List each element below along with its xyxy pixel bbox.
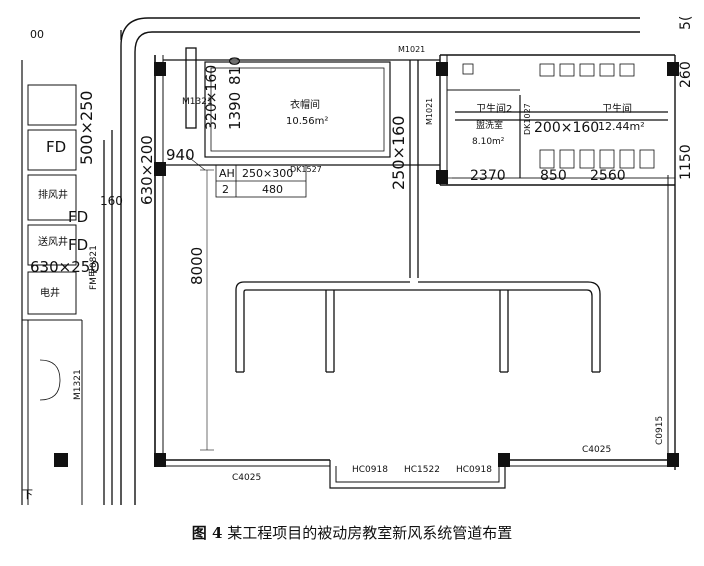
m1321-middle-label: M1321 xyxy=(182,97,213,107)
fresh-air-ducts xyxy=(103,30,668,505)
columns xyxy=(54,62,679,467)
dim-2560-label: 2560 xyxy=(590,168,626,184)
fd-label-3: FD xyxy=(68,236,88,254)
cloak-room-name: 衣帽间 xyxy=(290,98,320,111)
cloak-room-area: 10.56m² xyxy=(286,116,328,127)
figure-caption: 图 4 某工程项目的被动房教室新风系统管道布置 xyxy=(0,522,704,543)
table-size: 250×300 xyxy=(242,167,293,180)
door-dk1527-label: DK1527 xyxy=(290,165,322,174)
table-480: 480 xyxy=(262,183,283,196)
duct-320-label: 320×160 xyxy=(204,65,220,130)
window-c4025-left: C4025 xyxy=(232,473,261,483)
duct-left-vertical-label: 630×200 xyxy=(138,135,156,205)
walls xyxy=(21,17,676,505)
door-dk1027-label: DK1027 xyxy=(523,103,532,135)
wash-room-area: 8.10m² xyxy=(472,137,505,147)
m1021-side-label: M1021 xyxy=(425,98,434,125)
figure-number: 图 4 xyxy=(191,524,223,542)
top-left-dim-label: 00 xyxy=(30,28,44,41)
elec-shaft-label: 电井 xyxy=(40,286,60,299)
window-hc0918-left: HC0918 xyxy=(352,465,388,475)
duct-main-label: 250×160 xyxy=(389,116,408,190)
dim-2370-label: 2370 xyxy=(470,168,506,184)
dim-1390-label: 1390 xyxy=(226,92,244,130)
wc-room-name: 卫生间 xyxy=(602,102,632,115)
wash-room-name: 盥洗室 xyxy=(476,119,503,131)
duct-layout-drawing: 00 500×250 630×200 630×250 FD FD FD 排风井 … xyxy=(21,16,694,505)
washroom-fixtures xyxy=(462,63,655,169)
value-940-label: 940 xyxy=(166,146,195,164)
ah-table xyxy=(215,164,307,198)
dim-850-label: 850 xyxy=(540,168,567,184)
fresh-shaft-label: 送风井 xyxy=(38,235,68,248)
window-hc1522: HC1522 xyxy=(404,465,440,475)
fd-label-2: FD xyxy=(68,208,88,226)
stair-down-label: 下 xyxy=(22,488,33,501)
duct-200-label: 200×160 xyxy=(534,120,599,136)
m1321-left-label: M1321 xyxy=(73,369,83,400)
table-2: 2 xyxy=(222,183,229,196)
wc2-room-name: 卫生间2 xyxy=(476,102,512,115)
table-ah: AH xyxy=(219,167,235,180)
right-1150-label: 1150 xyxy=(678,144,694,180)
fd-label-1: FD xyxy=(46,138,66,156)
dimension-lines xyxy=(185,154,668,451)
duct-left-lower-label: 630×250 xyxy=(30,258,100,276)
window-c0915: C0915 xyxy=(655,416,665,445)
fm-door-label: FM甲0821 xyxy=(88,245,99,290)
exhaust-shaft-label: 排风井 xyxy=(38,188,68,201)
figure-caption-text: 某工程项目的被动房教室新风系统管道布置 xyxy=(227,524,513,542)
dim-810-label: 810 xyxy=(226,56,244,85)
wc-room-area: 12.44m² xyxy=(598,120,645,133)
window-c4025-right: C4025 xyxy=(582,445,611,455)
value-8000-label: 8000 xyxy=(188,247,206,285)
duct-left-upper-label: 500×250 xyxy=(77,91,96,165)
value-160-label: 160 xyxy=(100,194,123,208)
window-hc0918-right: HC0918 xyxy=(456,465,492,475)
right-260-label: 260 xyxy=(678,61,694,88)
m1021-top-label: M1021 xyxy=(398,45,425,54)
top-right-fragment: 5( xyxy=(678,16,694,30)
